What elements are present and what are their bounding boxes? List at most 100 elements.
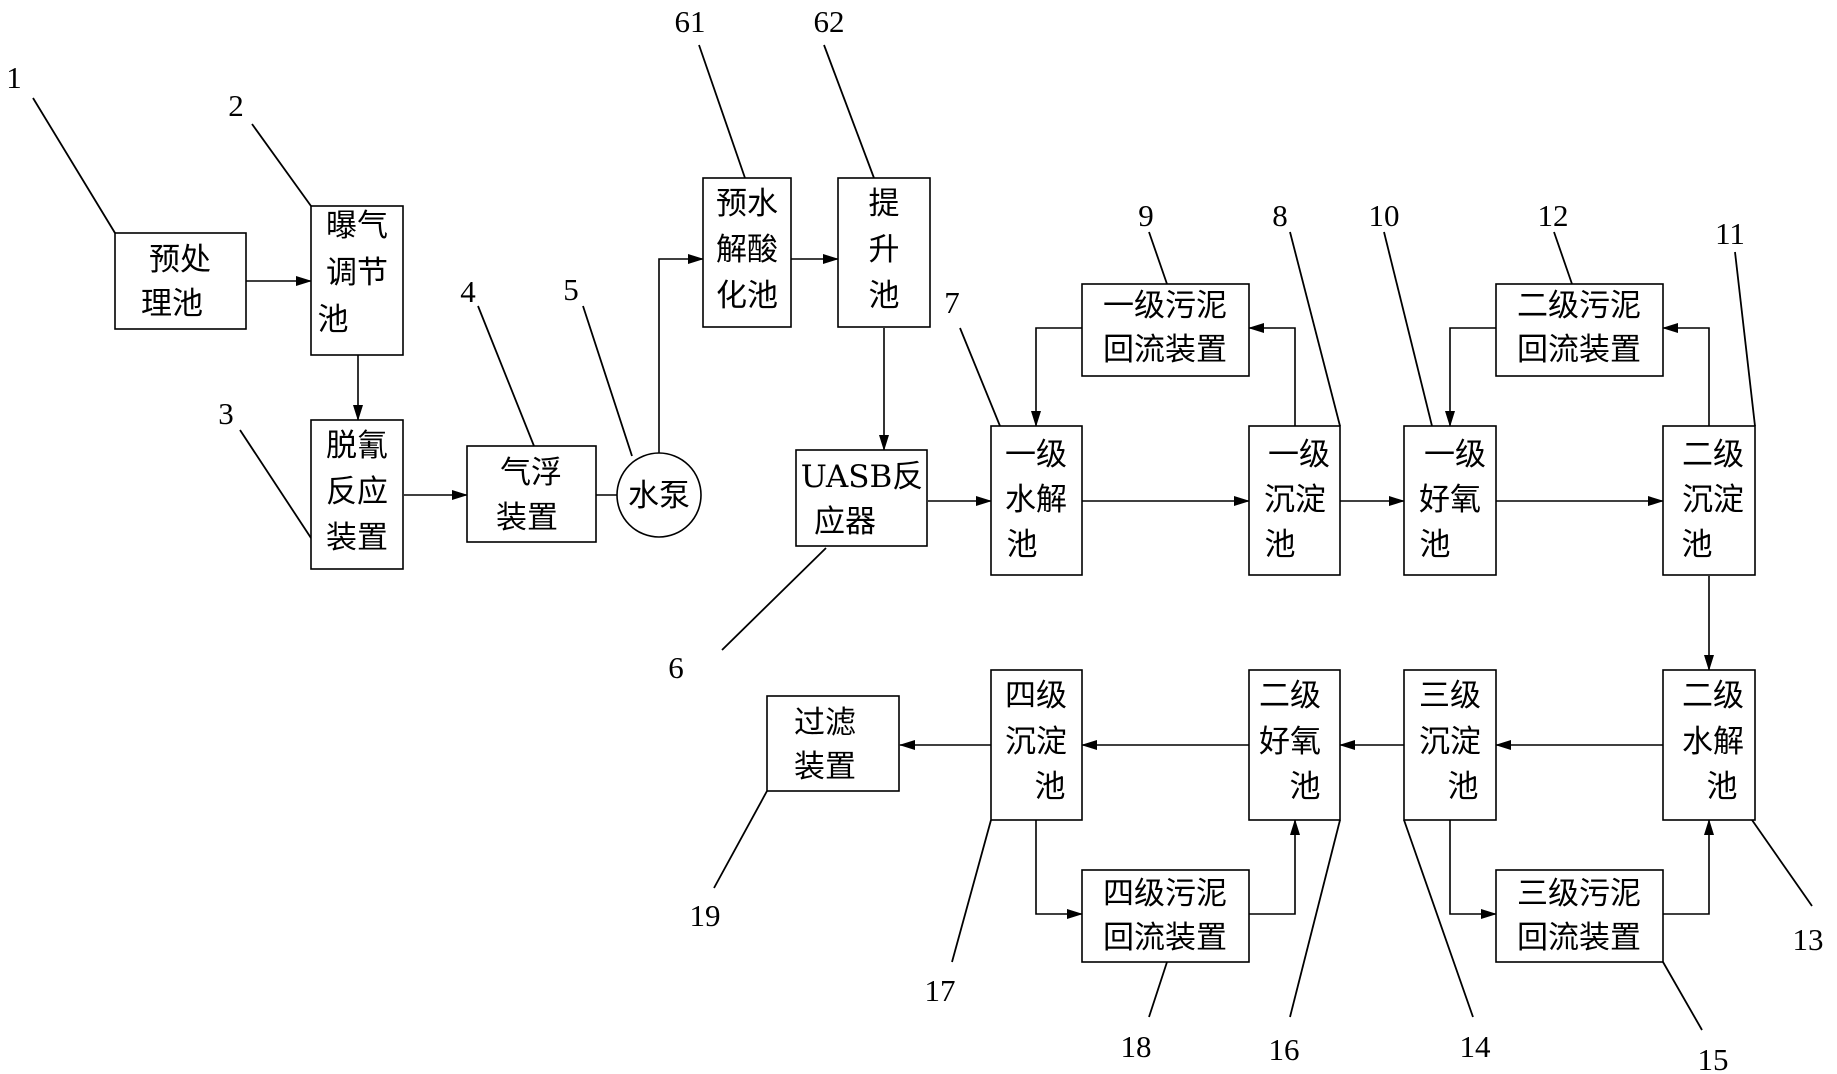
decyanation-label-2: 反应 — [326, 474, 388, 510]
secondary-sedimentation-label-2: 沉淀 — [1682, 482, 1744, 518]
tertiary-sedimentation-tank: 三级 沉淀 池 — [1403, 669, 1497, 821]
ref-number-14: 14 — [1460, 1029, 1492, 1064]
pretreatment-tank: 预处 理池 — [114, 232, 247, 330]
primary-sedimentation-tank: 一级 沉淀 池 — [1248, 425, 1341, 576]
primary-aerobic-label-2: 好氧 — [1419, 482, 1481, 518]
flow-18-to-16 — [1249, 819, 1300, 915]
secondary-sludge-label-2: 回流装置 — [1517, 332, 1641, 368]
aeration-tank-label-2: 调节 — [326, 255, 388, 291]
leader-16 — [1289, 819, 1341, 1018]
tertiary-sludge-return-unit: 三级污泥 回流装置 — [1495, 869, 1664, 963]
tertiary-sedimentation-label-1: 三级 — [1419, 678, 1481, 714]
flow-11-to-12 — [1662, 323, 1710, 426]
ref-number-8: 8 — [1272, 198, 1288, 233]
flow-8-to-9 — [1248, 323, 1296, 426]
water-pump-label: 水泵 — [628, 478, 690, 514]
uasb-label-2: 应器 — [814, 504, 876, 540]
tertiary-sludge-label-2: 回流装置 — [1517, 920, 1641, 956]
pretreatment-tank-label-2: 理池 — [141, 286, 203, 322]
tertiary-sedimentation-label-3: 池 — [1448, 769, 1479, 805]
quaternary-sludge-label-2: 回流装置 — [1103, 920, 1227, 956]
leader-10 — [1383, 231, 1433, 427]
primary-aerobic-tank: 一级 好氧 池 — [1403, 425, 1497, 576]
secondary-hydrolysis-label-2: 水解 — [1682, 724, 1744, 760]
flow-17-to-18 — [1035, 820, 1083, 919]
ref-number-10: 10 — [1369, 198, 1400, 233]
secondary-aerobic-label-1: 二级 — [1259, 678, 1321, 714]
ref-number-12: 12 — [1538, 198, 1569, 233]
pre-hydrolysis-label-1: 预水 — [716, 186, 778, 222]
secondary-hydrolysis-label-1: 二级 — [1682, 678, 1744, 714]
flow-14-to-15 — [1449, 820, 1497, 919]
leader-61 — [698, 44, 746, 179]
leader-2 — [251, 123, 312, 207]
secondary-sedimentation-label-1: 二级 — [1682, 437, 1744, 473]
ref-number-3: 3 — [218, 396, 234, 431]
leader-11 — [1734, 251, 1756, 427]
secondary-aerobic-tank: 二级 好氧 池 — [1248, 669, 1341, 821]
primary-hydrolysis-label-3: 池 — [1007, 527, 1038, 563]
leader-4 — [477, 305, 535, 447]
quaternary-sludge-label-1: 四级污泥 — [1103, 876, 1227, 912]
reference-numbers: 1 2 3 4 5 61 62 6 7 9 8 10 12 11 13 15 1… — [6, 4, 1823, 1074]
pre-hydrolysis-label-3: 化池 — [716, 278, 778, 314]
flow-12-to-10 — [1445, 327, 1496, 427]
flow-15-to-13 — [1663, 819, 1714, 915]
decyanation-label-3: 装置 — [326, 520, 388, 556]
ref-number-1: 1 — [6, 60, 22, 95]
ref-number-19: 19 — [690, 898, 721, 933]
leader-18 — [1148, 961, 1168, 1018]
quaternary-sedimentation-label-1: 四级 — [1005, 678, 1067, 714]
ref-number-62: 62 — [814, 4, 845, 39]
leader-1 — [32, 97, 116, 234]
primary-hydrolysis-label-1: 一级 — [1005, 437, 1067, 473]
lift-tank-label-3: 池 — [869, 278, 900, 314]
secondary-aerobic-label-3: 池 — [1290, 769, 1321, 805]
secondary-sludge-return-unit: 二级污泥 回流装置 — [1495, 283, 1664, 377]
pretreatment-tank-label-1: 预处 — [149, 242, 211, 278]
secondary-hydrolysis-tank: 二级 水解 池 — [1662, 669, 1756, 821]
primary-hydrolysis-tank: 一级 水解 池 — [990, 425, 1083, 576]
filtration-unit: 过滤 装置 — [766, 695, 900, 792]
leader-9 — [1148, 231, 1168, 285]
secondary-sedimentation-label-3: 池 — [1682, 527, 1713, 563]
aeration-tank-label-1: 曝气 — [326, 208, 388, 244]
leader-17 — [951, 819, 992, 963]
quaternary-sedimentation-label-3: 池 — [1035, 769, 1066, 805]
decyanation-reactor: 脱氰 反应 装置 — [310, 419, 404, 570]
leader-12 — [1553, 231, 1573, 285]
ref-number-2: 2 — [228, 88, 244, 123]
primary-sedimentation-label-3: 池 — [1265, 527, 1296, 563]
flow-9-to-7 — [1031, 327, 1082, 427]
ref-number-13: 13 — [1793, 922, 1824, 957]
primary-sludge-label-1: 一级污泥 — [1103, 288, 1227, 324]
leader-14 — [1403, 819, 1474, 1018]
primary-sludge-return-unit: 一级污泥 回流装置 — [1081, 283, 1250, 377]
ref-number-7: 7 — [944, 285, 960, 320]
primary-aerobic-label-3: 池 — [1420, 527, 1451, 563]
flow-5-to-61 — [658, 254, 704, 453]
secondary-aerobic-label-2: 好氧 — [1259, 724, 1321, 760]
decyanation-label-1: 脱氰 — [326, 428, 388, 464]
primary-aerobic-label-1: 一级 — [1424, 437, 1486, 473]
ref-number-9: 9 — [1138, 198, 1154, 233]
tertiary-sedimentation-label-2: 沉淀 — [1419, 724, 1481, 760]
filtration-label-2: 装置 — [794, 749, 856, 785]
air-flotation-unit: 气浮 装置 — [466, 445, 597, 543]
ref-number-15: 15 — [1698, 1042, 1729, 1074]
leader-6 — [721, 547, 827, 651]
leader-lines — [32, 44, 1813, 1031]
leader-3 — [239, 429, 312, 539]
ref-number-11: 11 — [1715, 216, 1745, 251]
primary-sedimentation-label-1: 一级 — [1268, 437, 1330, 473]
lift-tank: 提 升 池 — [837, 177, 931, 328]
uasb-label-1: UASB反 — [801, 459, 924, 495]
secondary-sludge-label-1: 二级污泥 — [1517, 288, 1641, 324]
water-pump: 水泵 — [616, 452, 702, 538]
secondary-sedimentation-tank: 二级 沉淀 池 — [1662, 425, 1756, 576]
quaternary-sludge-return-unit: 四级污泥 回流装置 — [1081, 869, 1250, 963]
leader-19 — [713, 790, 768, 889]
ref-number-61: 61 — [675, 4, 706, 39]
secondary-hydrolysis-label-3: 池 — [1707, 769, 1738, 805]
